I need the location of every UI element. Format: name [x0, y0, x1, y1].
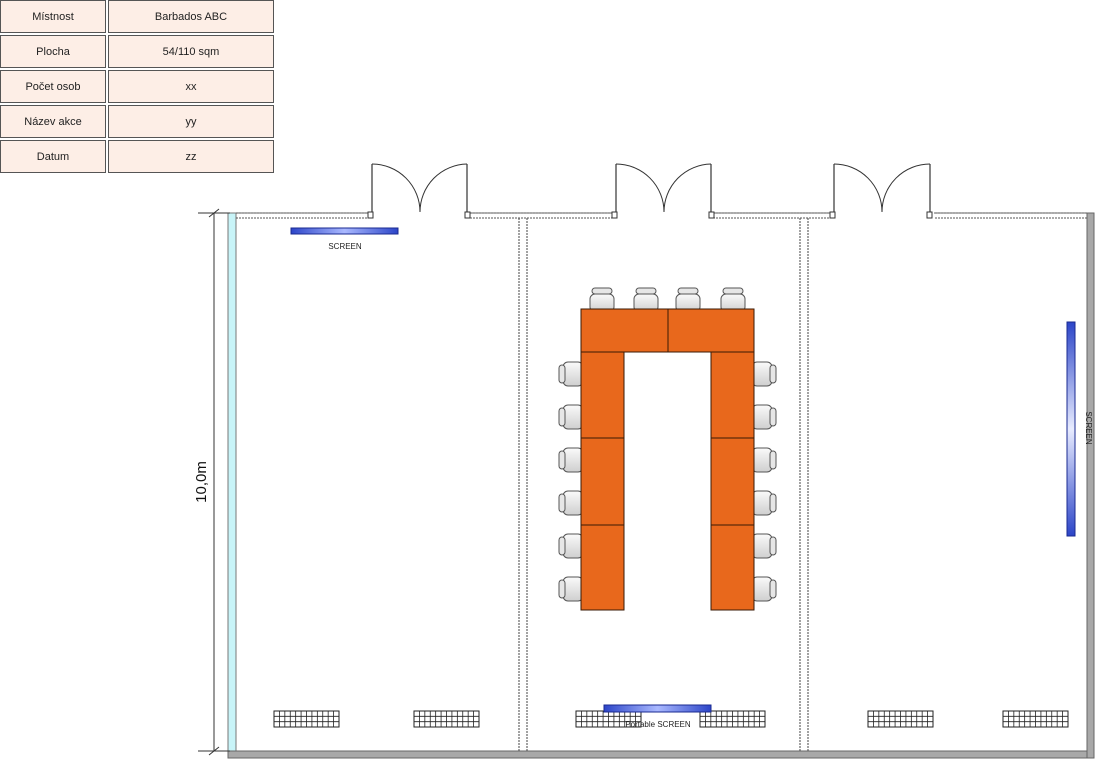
radiator [699, 710, 766, 728]
table [710, 437, 755, 526]
chair [558, 490, 584, 516]
screen-portable-label: Portable SCREEN [625, 720, 691, 729]
info-row-room: Místnost Barbados ABC [0, 0, 274, 33]
chair [558, 576, 584, 602]
chair [751, 404, 777, 430]
chair [558, 533, 584, 559]
u-shape-tables [580, 308, 755, 611]
info-value-event: yy [108, 105, 274, 138]
screen-left: SCREEN [290, 227, 399, 251]
chair [751, 447, 777, 473]
info-value-persons: xx [108, 70, 274, 103]
door-room-a [367, 163, 471, 219]
chair [720, 287, 746, 313]
info-label-date: Datum [0, 140, 106, 173]
info-label-persons: Počet osob [0, 70, 106, 103]
room-partitions [518, 218, 809, 751]
chair [751, 533, 777, 559]
chair [751, 576, 777, 602]
chair [751, 361, 777, 387]
dimension-label: 10,0m [193, 461, 210, 503]
table [667, 308, 755, 353]
radiator [413, 710, 480, 728]
building-walls [227, 212, 1095, 759]
chair [675, 287, 701, 313]
info-row-event: Název akce yy [0, 105, 274, 138]
info-value-room: Barbados ABC [108, 0, 274, 33]
chair [633, 287, 659, 313]
table [580, 351, 625, 439]
chair [558, 404, 584, 430]
chair [751, 490, 777, 516]
chairs [558, 287, 777, 602]
radiators [273, 710, 1069, 728]
bottom-wall [227, 750, 1095, 759]
info-row-area: Plocha 54/110 sqm [0, 35, 274, 68]
table [710, 524, 755, 611]
right-wall [1086, 212, 1095, 759]
info-label-event: Název akce [0, 105, 106, 138]
radiator [273, 710, 340, 728]
info-value-date: zz [108, 140, 274, 173]
chair [558, 447, 584, 473]
table [580, 437, 625, 526]
info-label-room: Místnost [0, 0, 106, 33]
screen-left-label: SCREEN [328, 242, 362, 251]
radiator [867, 710, 934, 728]
screen-portable: Portable SCREEN [603, 704, 712, 729]
info-row-persons: Počet osob xx [0, 70, 274, 103]
height-dimension: 10,0m [193, 208, 230, 756]
table [580, 524, 625, 611]
radiator [1002, 710, 1069, 728]
info-value-area: 54/110 sqm [108, 35, 274, 68]
screen-right: SCREEN [1066, 321, 1093, 537]
info-row-date: Datum zz [0, 140, 274, 173]
door-room-b [611, 163, 715, 219]
table [580, 308, 669, 353]
info-label-area: Plocha [0, 35, 106, 68]
event-info-table: Místnost Barbados ABC Plocha 54/110 sqm … [0, 0, 276, 175]
chair [589, 287, 615, 313]
screen-right-label: SCREEN [1084, 411, 1093, 445]
door-room-c [829, 163, 934, 219]
chair [558, 361, 584, 387]
window-wall [227, 212, 237, 754]
table [710, 351, 755, 439]
